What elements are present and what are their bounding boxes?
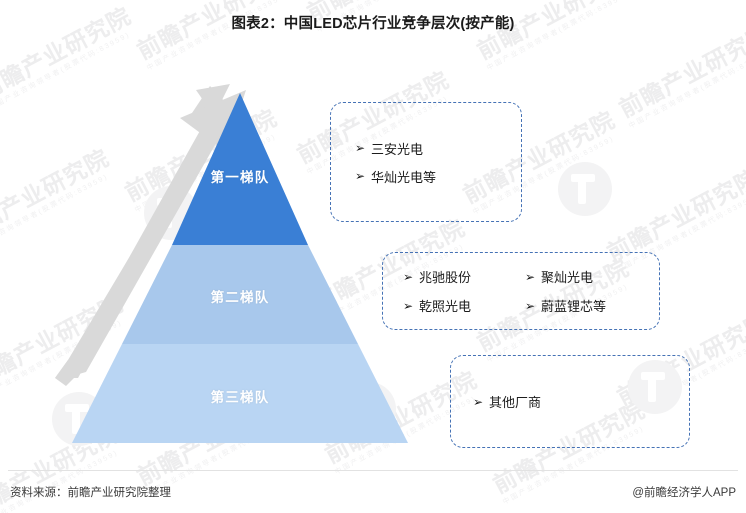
tier-3-callout-box: ➢ 其他厂商 [450, 355, 690, 448]
tier-2-callout-box: ➢ 兆驰股份 ➢ 聚灿光电 ➢ 乾照光电 ➢ 蔚蓝锂芯等 [382, 252, 660, 330]
company-name: 蔚蓝锂芯等 [541, 299, 607, 314]
company-name: 聚灿光电 [541, 270, 594, 285]
company-name: 其他厂商 [489, 395, 542, 410]
bullet-arrow-icon: ➢ [403, 269, 414, 284]
footer-divider [8, 470, 738, 471]
callout-row: ➢ 乾照光电 ➢ 蔚蓝锂芯等 [403, 296, 659, 315]
tier-1-callout-rows: ➢ 三安光电 ➢ 华灿光电等 [355, 139, 521, 186]
company-name: 华灿光电等 [371, 169, 437, 185]
tier-2-callout-rows: ➢ 兆驰股份 ➢ 聚灿光电 ➢ 乾照光电 ➢ 蔚蓝锂芯等 [403, 267, 659, 315]
watermark-text: 前瞻产业研究院中国产业咨询领导者(股票代码:83959) [120, 104, 282, 215]
brand-label: @前瞻经济学人APP [632, 487, 736, 499]
company-item: ➢ 聚灿光电 [525, 267, 645, 286]
watermark-logo-icon [52, 392, 106, 446]
chart-title: 图表2：中国LED芯片行业竞争层次(按产能) [231, 16, 515, 32]
company-item: ➢ 其他厂商 [473, 392, 653, 411]
callout-row: ➢ 华灿光电等 [355, 167, 521, 186]
watermark-text: 前瞻产业研究院中国产业咨询领导者(股票代码:83959) [132, 0, 294, 73]
pyramid-tier-2-label: 第二梯队 [210, 290, 270, 305]
company-item: ➢ 乾照光电 [403, 296, 525, 315]
watermark-logo-icon [342, 382, 396, 436]
bullet-arrow-icon: ➢ [473, 394, 484, 409]
company-name: 兆驰股份 [419, 270, 472, 285]
bullet-arrow-icon: ➢ [525, 269, 536, 284]
pyramid-tier-1-label: 第一梯队 [210, 170, 270, 185]
company-item: ➢ 兆驰股份 [403, 267, 525, 286]
company-name: 乾照光电 [419, 299, 472, 314]
watermark-logo-icon [558, 162, 612, 216]
source-label: 资料来源：前瞻产业研究院整理 [10, 487, 171, 499]
watermark-logo-icon [144, 186, 198, 240]
watermark-text: 前瞻产业研究院中国产业咨询领导者(股票代码:83959) [472, 0, 634, 73]
callout-row: ➢ 其他厂商 [473, 392, 689, 411]
company-item: ➢ 蔚蓝锂芯等 [525, 296, 645, 315]
bullet-arrow-icon: ➢ [355, 169, 366, 183]
company-item: ➢ 三安光电 [355, 139, 515, 158]
callout-row: ➢ 三安光电 [355, 139, 521, 158]
tier-1-callout-box: ➢ 三安光电 ➢ 华灿光电等 [330, 102, 522, 222]
bullet-arrow-icon: ➢ [403, 298, 414, 313]
company-item: ➢ 华灿光电等 [355, 167, 515, 186]
bullet-arrow-icon: ➢ [525, 298, 536, 313]
callout-row: ➢ 兆驰股份 ➢ 聚灿光电 [403, 267, 659, 286]
pyramid-tier-3-label: 第三梯队 [210, 390, 270, 405]
bullet-arrow-icon: ➢ [355, 141, 366, 155]
watermark-text: 前瞻产业研究院中国产业咨询领导者(股票代码:83959) [0, 144, 114, 255]
company-name: 三安光电 [371, 141, 424, 157]
tier-3-callout-rows: ➢ 其他厂商 [473, 392, 689, 411]
watermark-text: 前瞻产业研究院中国产业咨询领导者(股票代码:83959) [0, 290, 128, 401]
